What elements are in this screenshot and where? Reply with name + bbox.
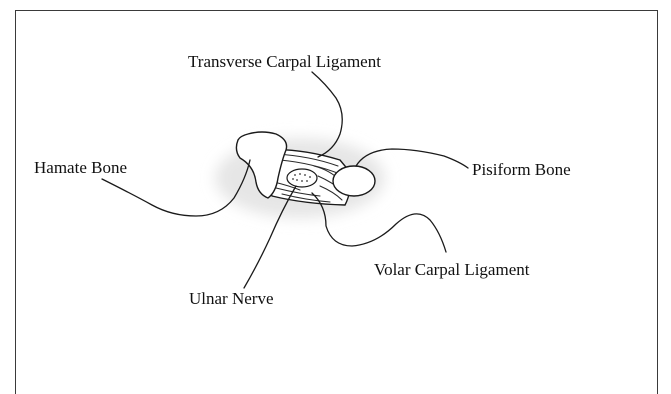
pisiform-bone-shape [333,166,375,196]
label-hamate-bone: Hamate Bone [34,158,127,177]
label-ulnar-nerve: Ulnar Nerve [189,289,274,308]
label-volar-carpal-ligament: Volar Carpal Ligament [374,260,530,279]
label-pisiform-bone: Pisiform Bone [472,160,571,179]
label-transverse-carpal-ligament: Transverse Carpal Ligament [188,52,381,71]
ulnar-nerve-shape [287,169,317,187]
